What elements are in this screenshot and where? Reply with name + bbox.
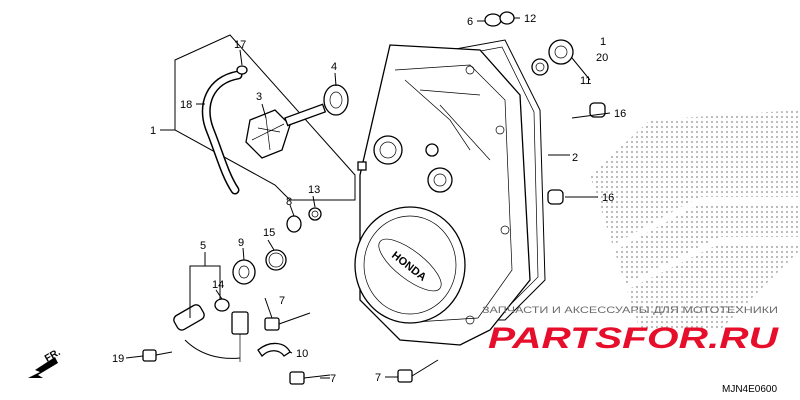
callout-16a: 16 xyxy=(614,108,626,120)
watermark-tagline: ЗАПЧАСТИ И АКСЕССУАРЫ ДЛЯ МОТОТЕХНИКИ xyxy=(482,305,778,316)
leader-lines xyxy=(125,17,611,379)
callout-2: 2 xyxy=(572,152,578,164)
diagram-code: MJN4E0600 xyxy=(722,384,777,395)
callout-9: 9 xyxy=(238,237,244,249)
callout-7c: 7 xyxy=(375,372,381,384)
callout-11: 11 xyxy=(580,75,591,87)
callout-20: 20 xyxy=(596,52,608,64)
direction-arrow-icon xyxy=(28,357,58,378)
callout-5: 5 xyxy=(200,240,206,252)
callout-18: 18 xyxy=(180,99,192,111)
callout-7a: 7 xyxy=(279,295,285,307)
callout-13: 13 xyxy=(308,184,320,196)
bolts xyxy=(142,161,439,385)
sensor-5 xyxy=(173,304,249,362)
callout-3: 3 xyxy=(256,91,262,103)
round-cover xyxy=(354,206,466,324)
direction-label: FR. xyxy=(43,347,63,365)
callout-1: 1 xyxy=(150,125,156,137)
callout-16b: 16 xyxy=(602,192,614,204)
callout-19: 19 xyxy=(112,353,124,365)
callouts: 1 2 3 4 5 6 7 7 7 8 9 10 11 12 13 14 15 … xyxy=(112,13,626,385)
callout-15: 15 xyxy=(263,227,275,239)
clip-10 xyxy=(257,342,291,358)
callout-1b: 1 xyxy=(600,36,606,48)
callout-6: 6 xyxy=(467,16,473,28)
callout-12: 12 xyxy=(524,13,536,25)
callout-4: 4 xyxy=(331,61,337,73)
impeller-3 xyxy=(245,103,327,159)
callout-7b: 7 xyxy=(330,373,336,385)
wing-halftone xyxy=(590,110,800,330)
watermark-brand: PARTSFOR.RU xyxy=(488,322,780,355)
callout-14: 14 xyxy=(212,279,224,291)
clamp-17 xyxy=(236,65,248,75)
assembly-outline-1 xyxy=(174,34,356,201)
seal-4 xyxy=(323,84,349,116)
callout-17: 17 xyxy=(234,39,246,51)
callout-8: 8 xyxy=(286,196,292,208)
callout-10: 10 xyxy=(296,348,308,360)
small-parts xyxy=(214,11,606,312)
